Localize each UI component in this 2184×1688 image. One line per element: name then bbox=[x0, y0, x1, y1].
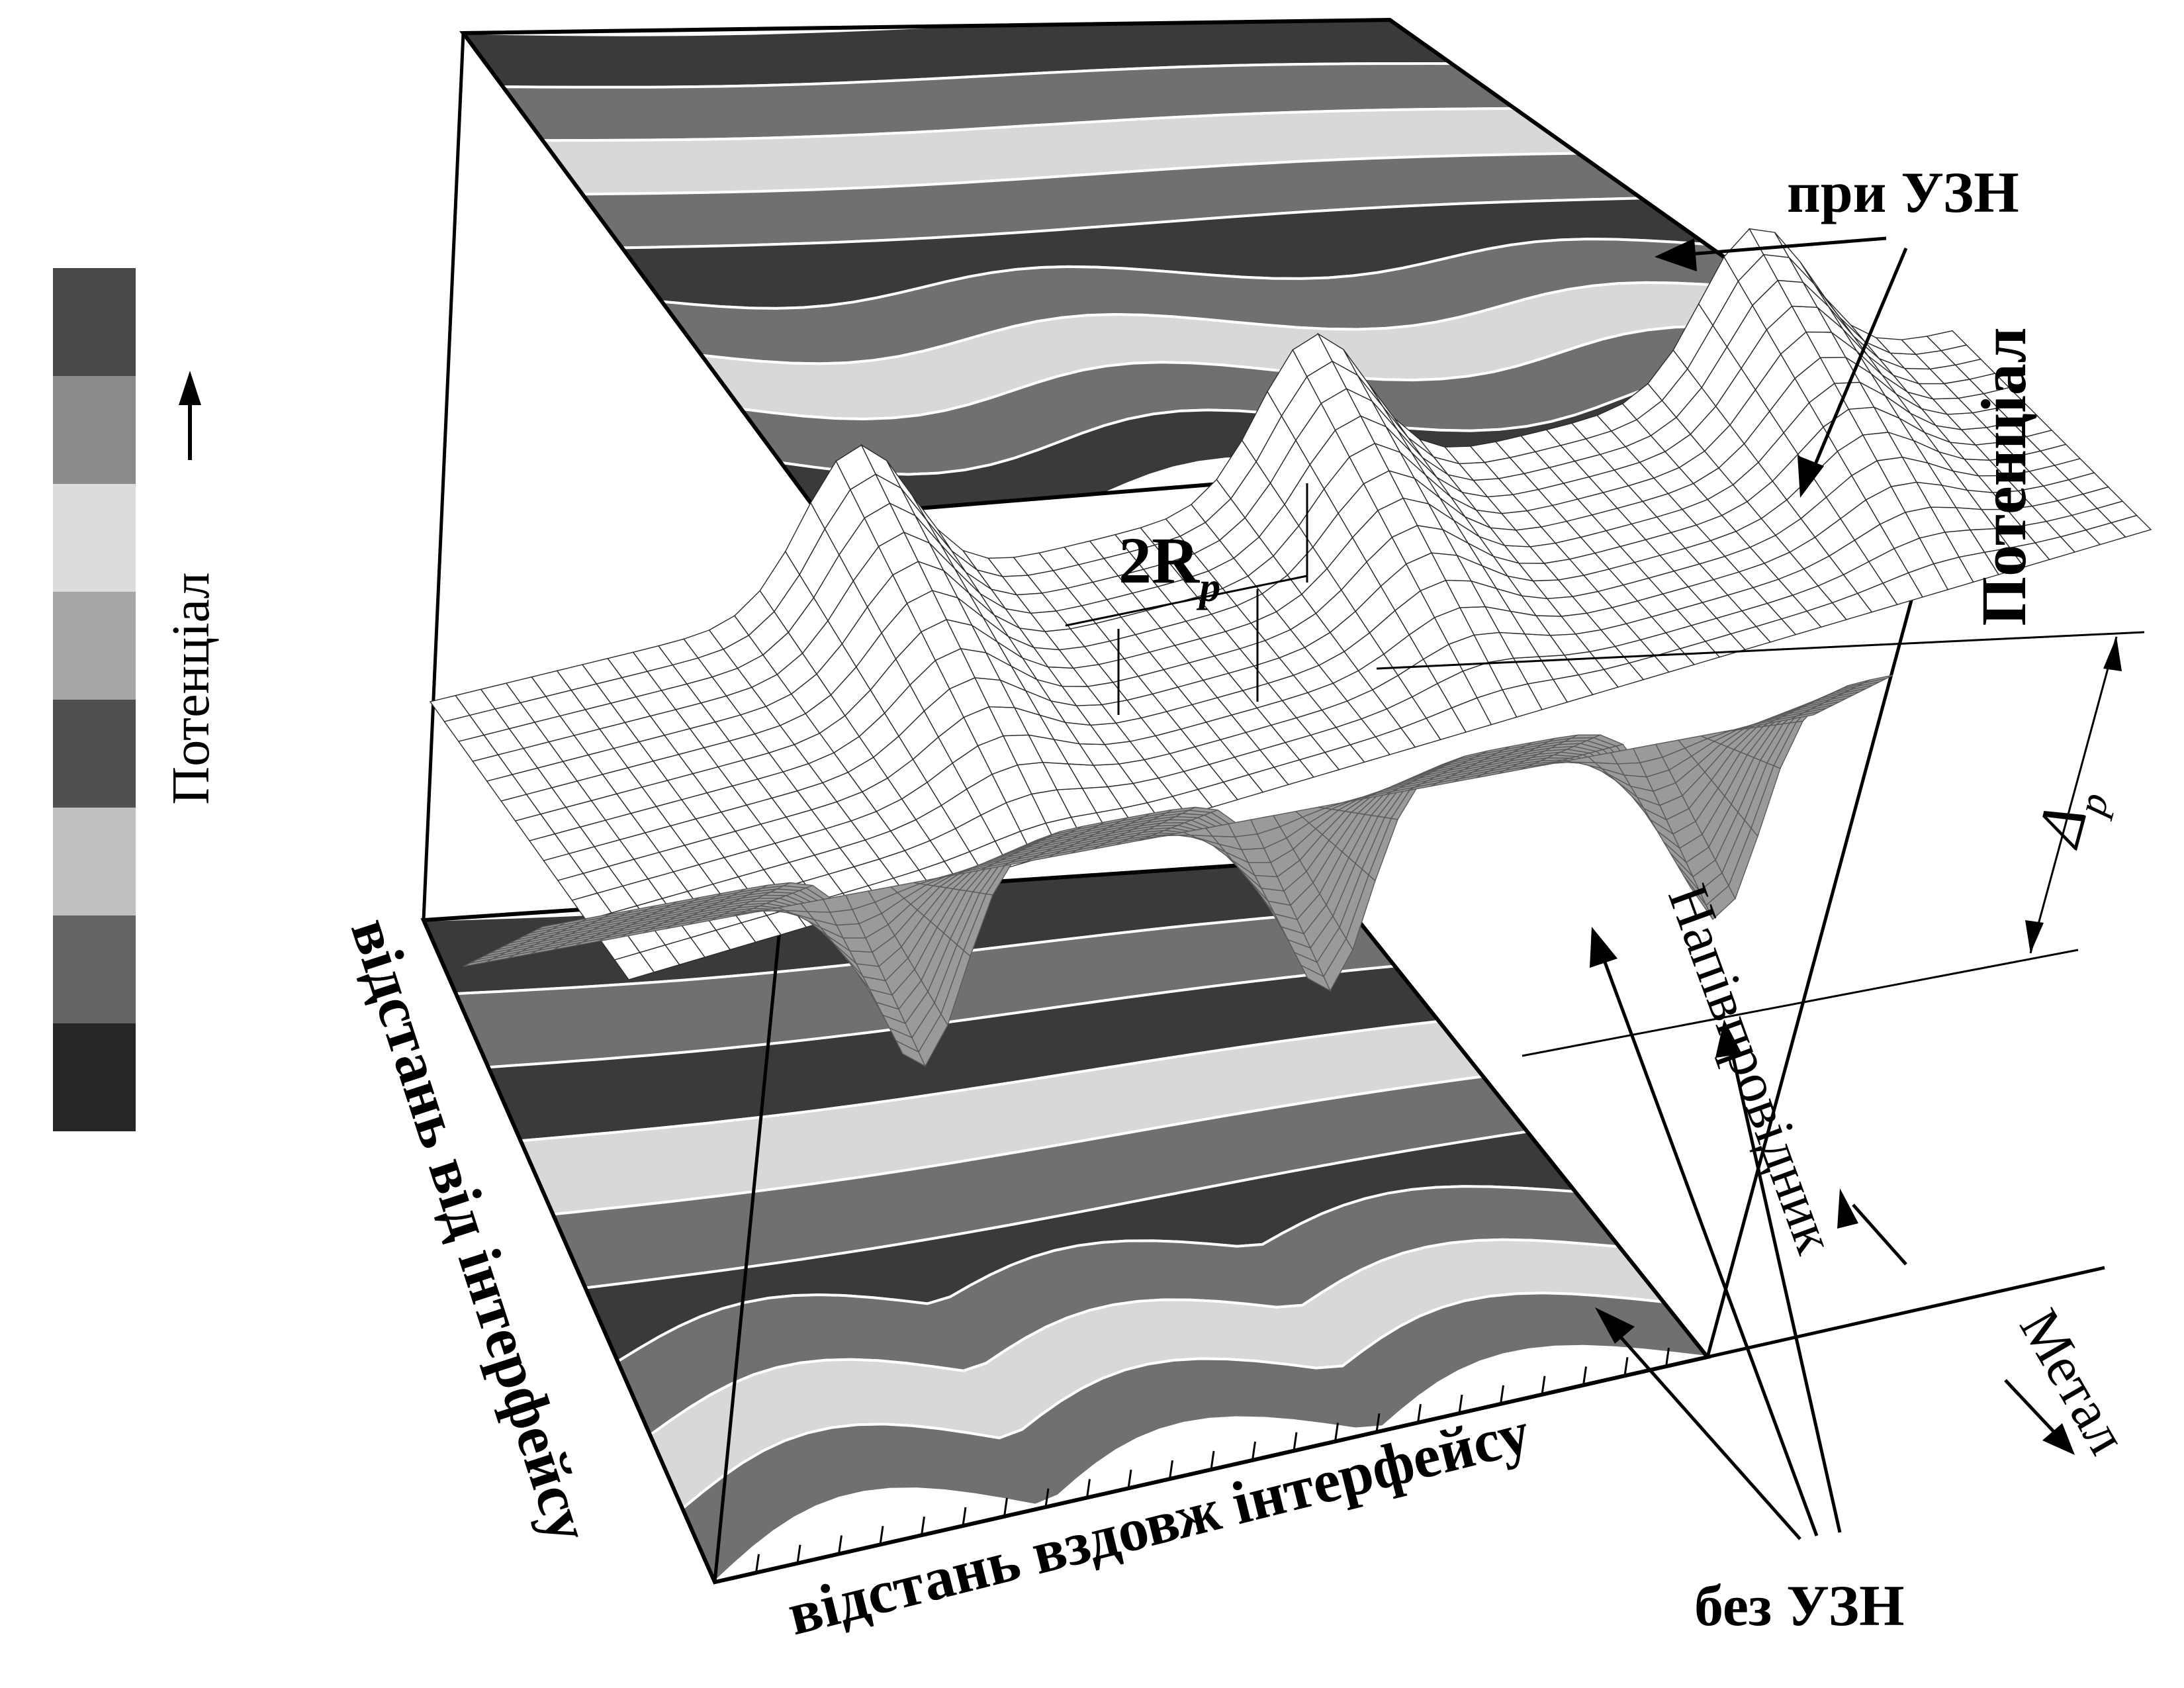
legend-up-arrow-icon bbox=[179, 371, 201, 460]
bottom-contour-plane bbox=[424, 861, 1707, 1582]
delta-label: Δp bbox=[2022, 778, 2118, 859]
axis-tick bbox=[1127, 1470, 1132, 1489]
rp-dimension bbox=[1065, 483, 1308, 715]
axis-tick bbox=[879, 1526, 884, 1545]
axis-tick bbox=[1582, 1366, 1587, 1385]
arrowhead-without-uzn-mesh1-icon bbox=[1590, 927, 1617, 968]
label-with-uzn: при УЗН bbox=[1787, 161, 2019, 225]
legend-band bbox=[53, 915, 136, 1023]
mesh-cell bbox=[1926, 330, 1968, 352]
axis-tick bbox=[1293, 1432, 1298, 1451]
axis-tick bbox=[1458, 1394, 1463, 1414]
delta-arrow-top-icon bbox=[2103, 637, 2122, 671]
legend-axis-label: Потенціал bbox=[162, 572, 220, 804]
label-semiconductor: Напівпровідник bbox=[1656, 876, 1848, 1262]
label-metal: Метал bbox=[2008, 1299, 2140, 1465]
legend-band bbox=[53, 808, 136, 915]
axis-tick bbox=[1623, 1357, 1629, 1376]
axis-tick bbox=[1334, 1423, 1339, 1442]
axis-tick bbox=[838, 1535, 842, 1554]
legend-band bbox=[53, 592, 136, 700]
legend-band bbox=[53, 268, 136, 376]
label-without-uzn: без УЗН bbox=[1694, 1574, 1905, 1638]
arrowhead-with-uzn-icon bbox=[1655, 238, 1697, 271]
lower-mesh-surface bbox=[463, 675, 1893, 1068]
axis-tick bbox=[1169, 1460, 1173, 1479]
arrowhead-without-uzn-plane-icon bbox=[1595, 1307, 1635, 1344]
axis-tick bbox=[1044, 1488, 1050, 1507]
axis-tick bbox=[1500, 1385, 1504, 1405]
legend-band bbox=[53, 1023, 136, 1131]
metal-direction-arrow-icon bbox=[2042, 1423, 2075, 1455]
delta-dimension bbox=[1376, 631, 2145, 1057]
arrowhead-without-uzn-mesh2-icon bbox=[1715, 1019, 1742, 1058]
axis-tick bbox=[1541, 1376, 1546, 1395]
axis-tick bbox=[755, 1554, 760, 1573]
contour-band bbox=[680, 1291, 1707, 1582]
axis-tick bbox=[1086, 1479, 1091, 1498]
legend-band bbox=[53, 376, 136, 484]
delta-arrow-bottom-icon bbox=[2025, 920, 2044, 953]
axis-tick bbox=[962, 1507, 967, 1526]
arrowhead-with-uzn-mesh-icon bbox=[1797, 455, 1824, 498]
axis-tick bbox=[921, 1516, 925, 1536]
legend-band bbox=[53, 700, 136, 808]
mesh-cell bbox=[1790, 711, 1821, 720]
axis-tick bbox=[1210, 1450, 1215, 1470]
axis-tick bbox=[796, 1544, 801, 1564]
axis-tick bbox=[1665, 1347, 1670, 1367]
axis-ticks bbox=[755, 1347, 1670, 1573]
potential-color-scale bbox=[53, 268, 136, 1131]
legend-band bbox=[53, 484, 136, 592]
axis-tick bbox=[1417, 1403, 1422, 1423]
axis-tick bbox=[1251, 1441, 1256, 1461]
axis-tick bbox=[1003, 1497, 1008, 1517]
semiconductor-direction-arrow-icon bbox=[1837, 1188, 1858, 1229]
annotation-arrows bbox=[1600, 236, 2060, 1540]
upper-mesh-surface bbox=[429, 228, 2152, 980]
label-potential-axis: Потенціал bbox=[1968, 327, 2039, 626]
rp-label: 2Rp bbox=[1118, 524, 1220, 610]
axis-tick bbox=[1375, 1413, 1381, 1432]
arrowheads bbox=[1590, 238, 2075, 1455]
